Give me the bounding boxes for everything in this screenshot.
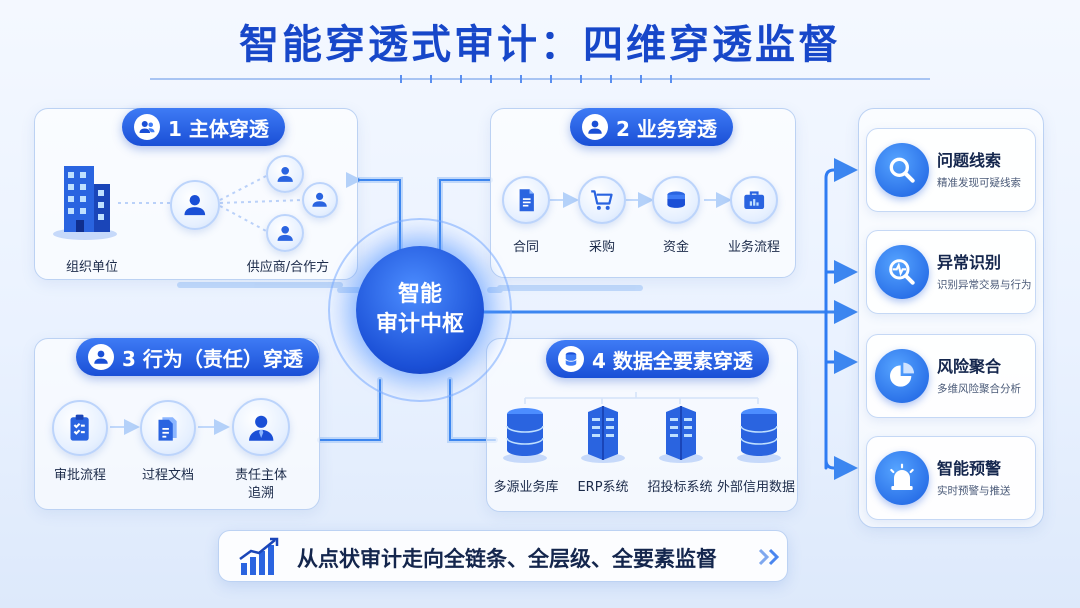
output-title: 异常识别	[937, 253, 1002, 272]
magnifier-icon	[875, 143, 929, 197]
database-icon	[500, 404, 550, 464]
briefcase-icon	[730, 176, 778, 224]
official-icon	[232, 398, 290, 456]
output-subtitle: 识别异常交易与行为	[937, 279, 1032, 291]
output-title: 问题线索	[937, 151, 1002, 170]
pie-chart-icon	[875, 349, 929, 403]
building-icon	[50, 158, 120, 242]
node-label: 过程文档	[141, 468, 194, 483]
output-subtitle: 多维风险聚合分析	[937, 383, 1021, 395]
node-label: 追溯	[247, 486, 274, 501]
summary-banner: 从点状审计走向全链条、全层级、全要素监督	[218, 530, 788, 582]
cart-icon	[578, 176, 626, 224]
users-icon	[134, 114, 160, 140]
node-label: ERP系统	[577, 480, 629, 495]
person-icon	[266, 155, 304, 193]
clipboard-icon	[52, 400, 108, 456]
person-icon	[88, 344, 114, 370]
output-card-issue-clues: 问题线索 精准发现可疑线索	[866, 128, 1036, 212]
document-icon	[502, 176, 550, 224]
output-subtitle: 实时预警与推送	[937, 485, 1011, 497]
node-label: 多源业务库	[493, 480, 559, 495]
output-subtitle: 精准发现可疑线索	[937, 177, 1021, 189]
panel2-title: 2 业务穿透	[570, 108, 733, 146]
alarm-icon	[875, 451, 929, 505]
double-chevron-icon	[758, 548, 780, 566]
node-label: 采购	[588, 240, 615, 255]
audit-hub: 智能 审计中枢	[356, 246, 484, 374]
person-icon	[170, 180, 220, 230]
pulse-search-icon	[875, 245, 929, 299]
output-title: 风险聚合	[937, 357, 1002, 376]
panel3-title: 3 行为（责任）穿透	[76, 338, 319, 376]
page-title: 智能穿透式审计：四维穿透监督	[239, 22, 841, 68]
node-label: 审批流程	[53, 468, 106, 483]
node-label: 责任主体	[234, 468, 287, 483]
server-icon	[578, 404, 628, 464]
output-card-anomaly: 异常识别 识别异常交易与行为	[866, 230, 1036, 314]
server-icon	[656, 404, 706, 464]
database-icon	[734, 404, 784, 464]
title-divider	[150, 75, 930, 83]
banner-text: 从点状审计走向全链条、全层级、全要素监督	[297, 547, 717, 571]
bar-chart-up-icon	[239, 537, 279, 575]
output-title: 智能预警	[937, 459, 1002, 478]
node-label: 组织单位	[65, 260, 118, 275]
coins-icon	[652, 176, 700, 224]
output-card-risk: 风险聚合 多维风险聚合分析	[866, 334, 1036, 418]
hub-line2: 审计中枢	[375, 312, 464, 337]
output-card-warning: 智能预警 实时预警与推送	[866, 436, 1036, 520]
person-icon	[266, 214, 304, 252]
documents-icon	[140, 400, 196, 456]
person-icon	[302, 182, 338, 218]
node-label: 招投标系统	[647, 480, 713, 495]
panel1-title: 1 主体穿透	[122, 108, 285, 146]
node-label: 合同	[512, 240, 539, 255]
hub-line1: 智能	[397, 282, 442, 308]
panel4-title: 4 数据全要素穿透	[546, 340, 769, 378]
node-label: 业务流程	[727, 240, 780, 255]
database-icon	[558, 346, 584, 372]
user-icon	[582, 114, 608, 140]
node-label: 供应商/合作方	[246, 260, 330, 275]
node-label: 外部信用数据	[716, 480, 795, 495]
node-label: 资金	[662, 240, 689, 255]
